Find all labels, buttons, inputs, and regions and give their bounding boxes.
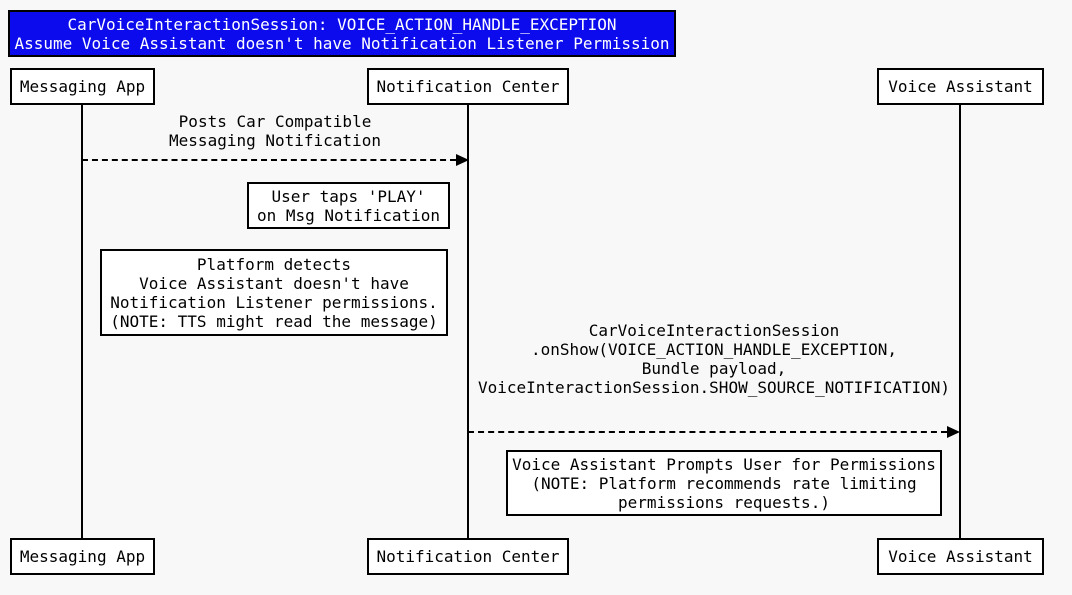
note-user-taps-play: User taps 'PLAY' on Msg Notification <box>247 182 450 229</box>
diagram-title: CarVoiceInteractionSession: VOICE_ACTION… <box>8 10 676 57</box>
note-platform-detects: Platform detects Voice Assistant doesn't… <box>100 249 448 336</box>
message-1-arrow-line <box>82 159 456 161</box>
message-2-arrow-line <box>468 431 947 433</box>
actor-voice-assistant-top: Voice Assistant <box>877 68 1044 105</box>
note-voice-assistant-prompts: Voice Assistant Prompts User for Permiss… <box>506 450 942 516</box>
actor-messaging-app-top: Messaging App <box>10 68 155 105</box>
message-1-arrowhead-icon <box>456 154 469 166</box>
actor-notification-center-bottom: Notification Center <box>367 538 569 575</box>
lifeline-notification-center <box>467 105 469 538</box>
message-1-label: Posts Car Compatible Messaging Notificat… <box>169 112 381 150</box>
actor-notification-center-top: Notification Center <box>367 68 569 105</box>
lifeline-voice-assistant <box>959 105 961 538</box>
message-2-arrowhead-icon <box>947 426 960 438</box>
actor-voice-assistant-bottom: Voice Assistant <box>877 538 1044 575</box>
lifeline-messaging-app <box>81 105 83 538</box>
actor-messaging-app-bottom: Messaging App <box>10 538 155 575</box>
message-2-label: CarVoiceInteractionSession .onShow(VOICE… <box>477 321 950 397</box>
